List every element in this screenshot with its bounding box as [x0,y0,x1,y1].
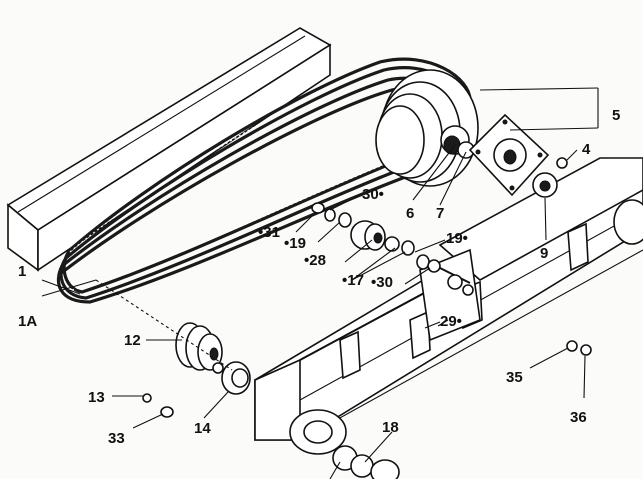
label-part-1a: 1A [18,313,37,330]
large-pulley [375,69,479,187]
label-part-5: 5 [612,107,620,124]
label-part-4: 4 [582,141,591,158]
label-part-30a: 30• [362,186,384,203]
label-part-19b: 19• [446,230,468,247]
part-labels: 1 1A 5 4 6 7 9 30• •31 •19 •28 19• •17 •… [18,107,620,447]
belt-guard-housing [6,27,332,272]
label-part-17: •17 [342,272,364,289]
label-part-33: 33 [108,430,125,447]
label-part-28: •28 [304,252,326,269]
label-part-31: •31 [258,224,280,241]
label-part-1: 1 [18,263,26,280]
lower-bearings [332,445,400,479]
center-parts [311,202,592,356]
label-part-6: 6 [406,205,414,222]
bearing-plate [468,113,568,198]
label-part-30b: •30 [371,274,393,291]
label-part-19a: •19 [284,235,306,252]
label-part-36: 36 [570,409,587,426]
small-pulley-assembly [142,322,251,418]
leader-lines [41,87,599,479]
label-part-18: 18 [382,419,399,436]
label-part-29: 29• [440,313,462,330]
label-part-7: 7 [436,205,444,222]
label-part-35: 35 [506,369,523,386]
label-part-9: 9 [540,245,548,262]
label-part-14: 14 [194,420,211,437]
label-part-13: 13 [88,389,105,406]
label-part-12: 12 [124,332,141,349]
